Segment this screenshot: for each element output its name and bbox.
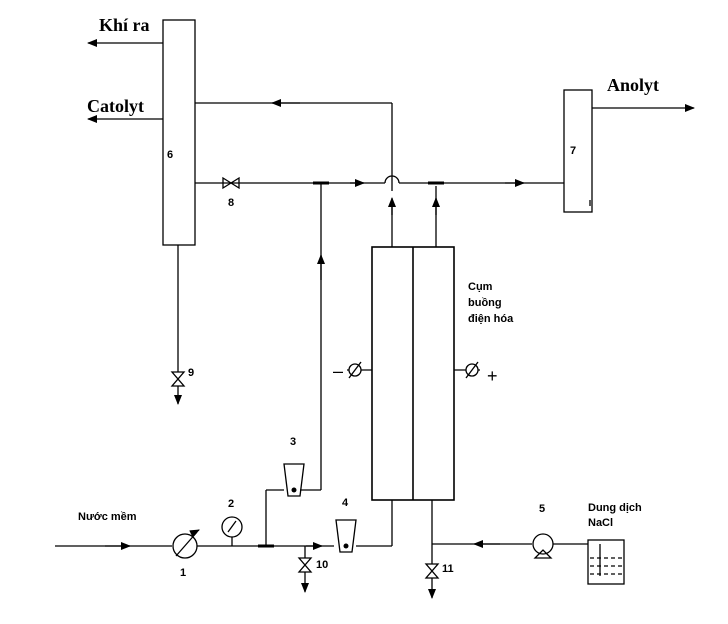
label-9: 9 [188,367,194,379]
minus-sign: – [333,361,343,381]
nacl-tank [587,539,625,585]
label-7: 7 [570,145,576,157]
cum-label-2: buồng [468,297,502,309]
rotameter-3 [283,463,305,497]
dung-dich-label-1: Dung dịch [588,502,642,514]
cum-label-3: điện hóa [468,313,514,325]
rotameter-4 [335,519,357,553]
column-6 [162,19,196,246]
crossover-hop [384,175,400,184]
nuoc-mem-label: Nước mềm [78,511,137,523]
cathode-terminal-slash [348,361,362,379]
anolyt-label: Anolyt [607,75,659,95]
label-1: 1 [180,567,186,579]
pump-5 [532,533,554,555]
dung-dich-label-2: NaCl [588,517,613,529]
rotameter-4-float [343,543,349,549]
pump-5-base [533,549,553,559]
column-7 [563,89,593,213]
label-6: 6 [167,149,173,161]
anode-terminal-slash [465,361,479,379]
catolyt-label: Catolyt [87,96,144,116]
label-3: 3 [290,436,296,448]
valve-9 [170,371,186,387]
label-2: 2 [228,498,234,510]
plus-sign: + [487,366,498,386]
label-11: 11 [442,563,454,575]
gauge-2-needle [227,520,237,533]
label-10: 10 [316,559,328,571]
cum-label-1: Cụm [468,281,493,293]
pump-1-arrowhead [189,529,200,538]
rotameter-3-float [291,487,297,493]
valve-8 [222,176,240,190]
label-5: 5 [539,503,545,515]
label-4: 4 [342,497,349,509]
valve-11 [424,563,440,579]
label-8: 8 [228,197,234,209]
valve-10 [297,557,313,573]
khi-ra-label: Khí ra [99,15,150,35]
